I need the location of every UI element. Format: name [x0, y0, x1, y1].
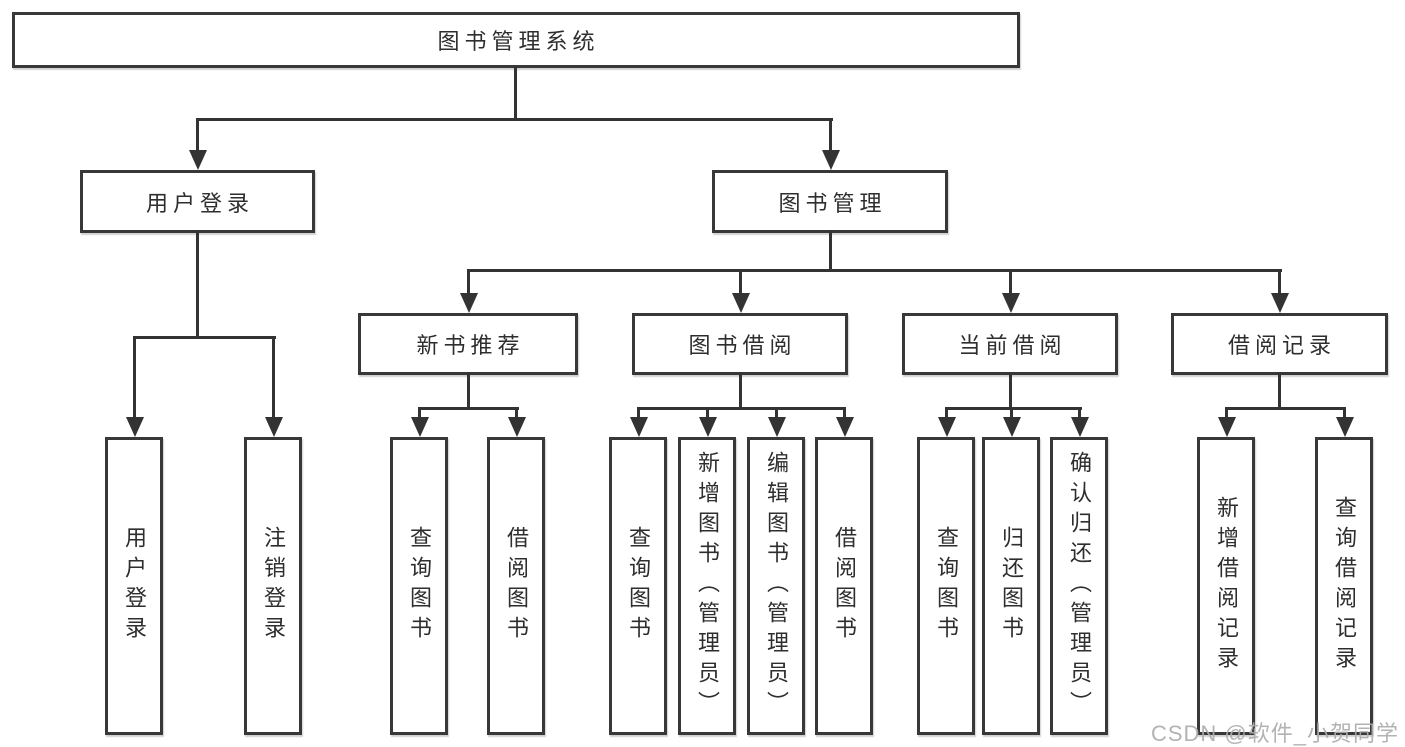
connector-line: [467, 269, 1282, 272]
node-current-borrow: 当前借阅: [902, 313, 1118, 375]
connector-line: [418, 407, 519, 410]
connector-line: [1278, 373, 1281, 410]
node-root: 图书管理系统: [12, 12, 1020, 68]
arrow-down-icon: [938, 417, 956, 437]
node-book-management: 图书管理: [712, 170, 948, 233]
arrow-down-icon: [822, 150, 840, 170]
connector-line: [1009, 373, 1012, 410]
connector-line: [1225, 407, 1346, 410]
node-user-login: 用户登录: [80, 170, 315, 233]
leaf-add-books-admin: 新增图书（管理员）: [678, 437, 736, 735]
connector-line: [637, 407, 640, 420]
arrow-down-icon: [732, 293, 750, 313]
arrow-down-icon: [630, 417, 648, 437]
connector-line: [467, 373, 470, 410]
arrow-down-icon: [126, 417, 144, 437]
arrow-down-icon: [411, 417, 429, 437]
arrow-down-icon: [836, 417, 854, 437]
connector-line: [1225, 407, 1228, 420]
arrow-down-icon: [1271, 293, 1289, 313]
arrow-down-icon: [699, 417, 717, 437]
connector-line: [739, 373, 742, 410]
csdn-watermark: CSDN @软件_小贺同学: [1150, 721, 1399, 746]
node-new-book-recommend: 新书推荐: [358, 313, 578, 375]
connector-line: [1010, 407, 1013, 420]
connector-line: [1278, 269, 1281, 296]
connector-line: [196, 118, 199, 154]
connector-line: [829, 118, 832, 154]
arrow-down-icon: [1218, 417, 1236, 437]
leaf-confirm-return-admin: 确认归还（管理员）: [1050, 437, 1108, 735]
arrow-down-icon: [508, 417, 526, 437]
connector-line: [467, 269, 470, 296]
connector-line: [1078, 407, 1081, 420]
leaf-add-borrow-record: 新增借阅记录: [1197, 437, 1255, 735]
arrow-down-icon: [768, 417, 786, 437]
leaf-query-books-borrow: 查询图书: [609, 437, 667, 735]
connector-line: [843, 407, 846, 420]
arrow-down-icon: [1003, 417, 1021, 437]
connector-line: [829, 231, 832, 272]
connector-line: [945, 407, 1082, 410]
arrow-down-icon: [460, 293, 478, 313]
arrow-down-icon: [1002, 293, 1020, 313]
leaf-borrow-books-recommend: 借阅图书: [487, 437, 545, 735]
connector-line: [945, 407, 948, 420]
connector-line: [515, 407, 518, 420]
arrow-down-icon: [1336, 417, 1354, 437]
node-book-borrow: 图书借阅: [632, 313, 848, 375]
arrow-down-icon: [265, 417, 283, 437]
connector-line: [272, 336, 275, 420]
connector-line: [1343, 407, 1346, 420]
leaf-query-books-current: 查询图书: [917, 437, 975, 735]
connector-line: [196, 118, 833, 121]
connector-line: [739, 269, 742, 296]
leaf-user-login: 用户登录: [105, 437, 163, 735]
connector-line: [706, 407, 709, 420]
connector-line: [775, 407, 778, 420]
connector-line: [1009, 269, 1012, 296]
leaf-borrow-books: 借阅图书: [815, 437, 873, 735]
connector-line: [514, 66, 517, 121]
node-borrow-records: 借阅记录: [1171, 313, 1388, 375]
leaf-edit-books-admin: 编辑图书（管理员）: [747, 437, 805, 735]
arrow-down-icon: [189, 150, 207, 170]
connector-line: [133, 336, 276, 339]
leaf-query-books-recommend: 查询图书: [390, 437, 448, 735]
connector-line: [133, 336, 136, 420]
leaf-logout: 注销登录: [244, 437, 302, 735]
leaf-query-borrow-record: 查询借阅记录: [1315, 437, 1373, 735]
connector-line: [196, 231, 199, 338]
arrow-down-icon: [1071, 417, 1089, 437]
leaf-return-books: 归还图书: [982, 437, 1040, 735]
connector-line: [418, 407, 421, 420]
connector-line: [637, 407, 846, 410]
